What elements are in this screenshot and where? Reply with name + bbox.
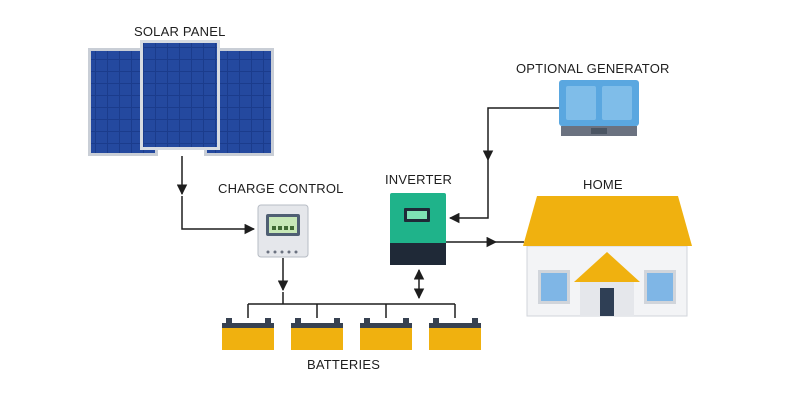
charge-controller-icon: [257, 204, 309, 258]
battery-1: [222, 318, 274, 350]
batteries-label: BATTERIES: [307, 357, 381, 372]
wire-generator-to-inverter: [482, 107, 559, 162]
battery-4: [429, 318, 481, 350]
battery-bus-drops: [247, 292, 456, 318]
home-icon: [523, 196, 692, 317]
solar-panel-label: SOLAR PANEL: [134, 24, 226, 39]
inverter-label: INVERTER: [385, 172, 453, 187]
home-label: HOME: [583, 177, 623, 192]
battery-2: [291, 318, 343, 350]
wiring: [176, 107, 559, 318]
inverter-icon: [390, 193, 446, 265]
optional-generator-label: OPTIONAL GENERATOR: [516, 61, 670, 76]
battery-3: [360, 318, 412, 350]
batteries-icon: [222, 318, 481, 350]
generator-icon: [559, 80, 639, 136]
solar-panel-center: [140, 40, 220, 150]
solar-panel-icon: [88, 40, 274, 156]
wire-generator-to-inverter-2: [448, 160, 489, 224]
wire-solar-to-charge-2: [181, 196, 256, 235]
charge-control-label: CHARGE CONTROL: [218, 181, 344, 196]
